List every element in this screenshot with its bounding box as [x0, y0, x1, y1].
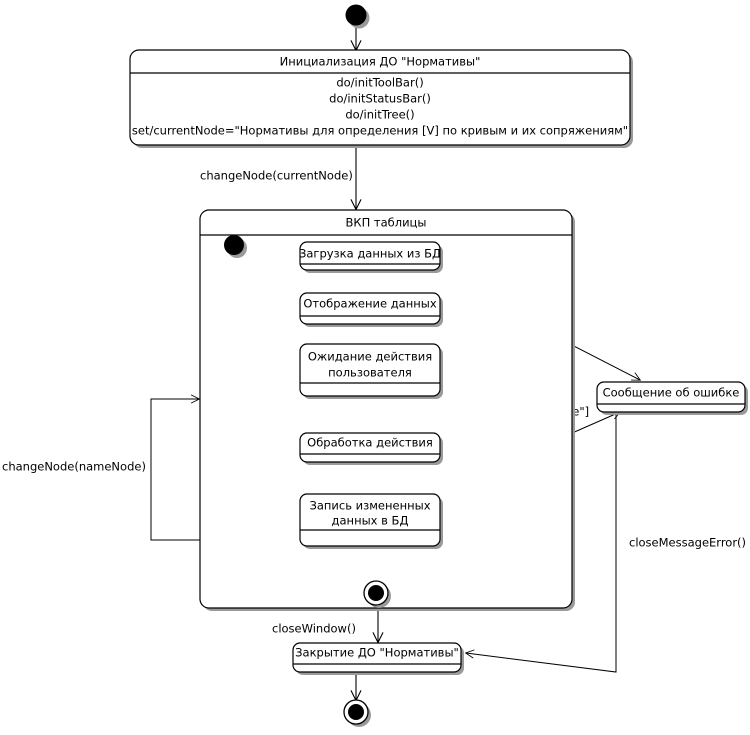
transition-label-closemessageerror: closeMessageError() — [629, 536, 746, 550]
state-load-data-box[interactable] — [299, 241, 441, 271]
state-save-data-box[interactable] — [299, 493, 441, 547]
composite-state-box[interactable] — [199, 209, 573, 609]
state-initialization-action-0: do/initToolBar() — [336, 76, 423, 90]
state-initialization-box[interactable] — [129, 49, 631, 146]
state-initialization[interactable]: Инициализация ДО "Нормативы" do/initTool… — [129, 49, 633, 148]
state-wait-user-action-title-line-0: Ожидание действия — [308, 350, 432, 364]
state-wait-user-action[interactable]: Ожидание действия пользователя — [299, 343, 443, 399]
transition-innerfinal-to-close: closeWindow() — [272, 608, 378, 642]
state-wait-user-action-title-line-1: пользователя — [328, 366, 412, 380]
transition-label-changenode-namenode: changeNode(nameNode) — [2, 460, 146, 474]
state-close-do-box[interactable] — [292, 642, 462, 673]
transition-init-to-composite: changeNode(currentNode) — [200, 145, 356, 209]
composite-state-vkp-table[interactable]: ВКП таблицы — [199, 209, 575, 611]
state-initialization-title: Инициализация ДО "Нормативы" — [280, 55, 481, 69]
state-error-message-title: Сообщение об ошибке — [603, 386, 740, 400]
state-load-data-title: Загрузка данных из БД — [299, 247, 441, 261]
state-load-data[interactable]: Загрузка данных из БД — [299, 241, 443, 273]
final-state-node — [343, 699, 371, 727]
composite-state-title: ВКП таблицы — [346, 216, 427, 230]
state-save-data-title-line-0: Запись измененных — [309, 499, 430, 513]
inner-final-state-node — [363, 580, 391, 608]
state-process-action-box[interactable] — [299, 432, 441, 463]
transition-savedata-to-composite-loop: changeNode(nameNode) — [2, 399, 200, 541]
state-save-data[interactable]: Запись измененных данных в БД — [299, 493, 443, 549]
state-show-data-title: Отображение данных — [303, 297, 437, 311]
state-process-action-title: Обработка действия — [307, 436, 433, 450]
transition-errormessage-to-close: closeMessageError() — [466, 413, 746, 673]
state-save-data-title-line-1: данных в БД — [332, 514, 409, 528]
state-show-data[interactable]: Отображение данных — [299, 292, 443, 327]
transition-label-changenode-currentnode: changeNode(currentNode) — [200, 169, 353, 183]
state-initialization-action-1: do/initStatusBar() — [329, 92, 431, 106]
state-process-action[interactable]: Обработка действия — [299, 432, 443, 465]
state-initialization-action-2: do/initTree() — [345, 108, 414, 122]
state-initialization-action-3: set/currentNode="Нормативы для определен… — [132, 124, 628, 138]
state-close-do[interactable]: Закрытие ДО "Нормативы" — [292, 642, 464, 675]
state-close-do-title: Закрытие ДО "Нормативы" — [295, 646, 459, 660]
transition-label-closewindow: closeWindow() — [272, 622, 356, 636]
inner-initial-state-node — [224, 235, 247, 258]
initial-state-node — [345, 4, 370, 29]
state-error-message[interactable]: Сообщение об ошибке — [596, 381, 748, 415]
